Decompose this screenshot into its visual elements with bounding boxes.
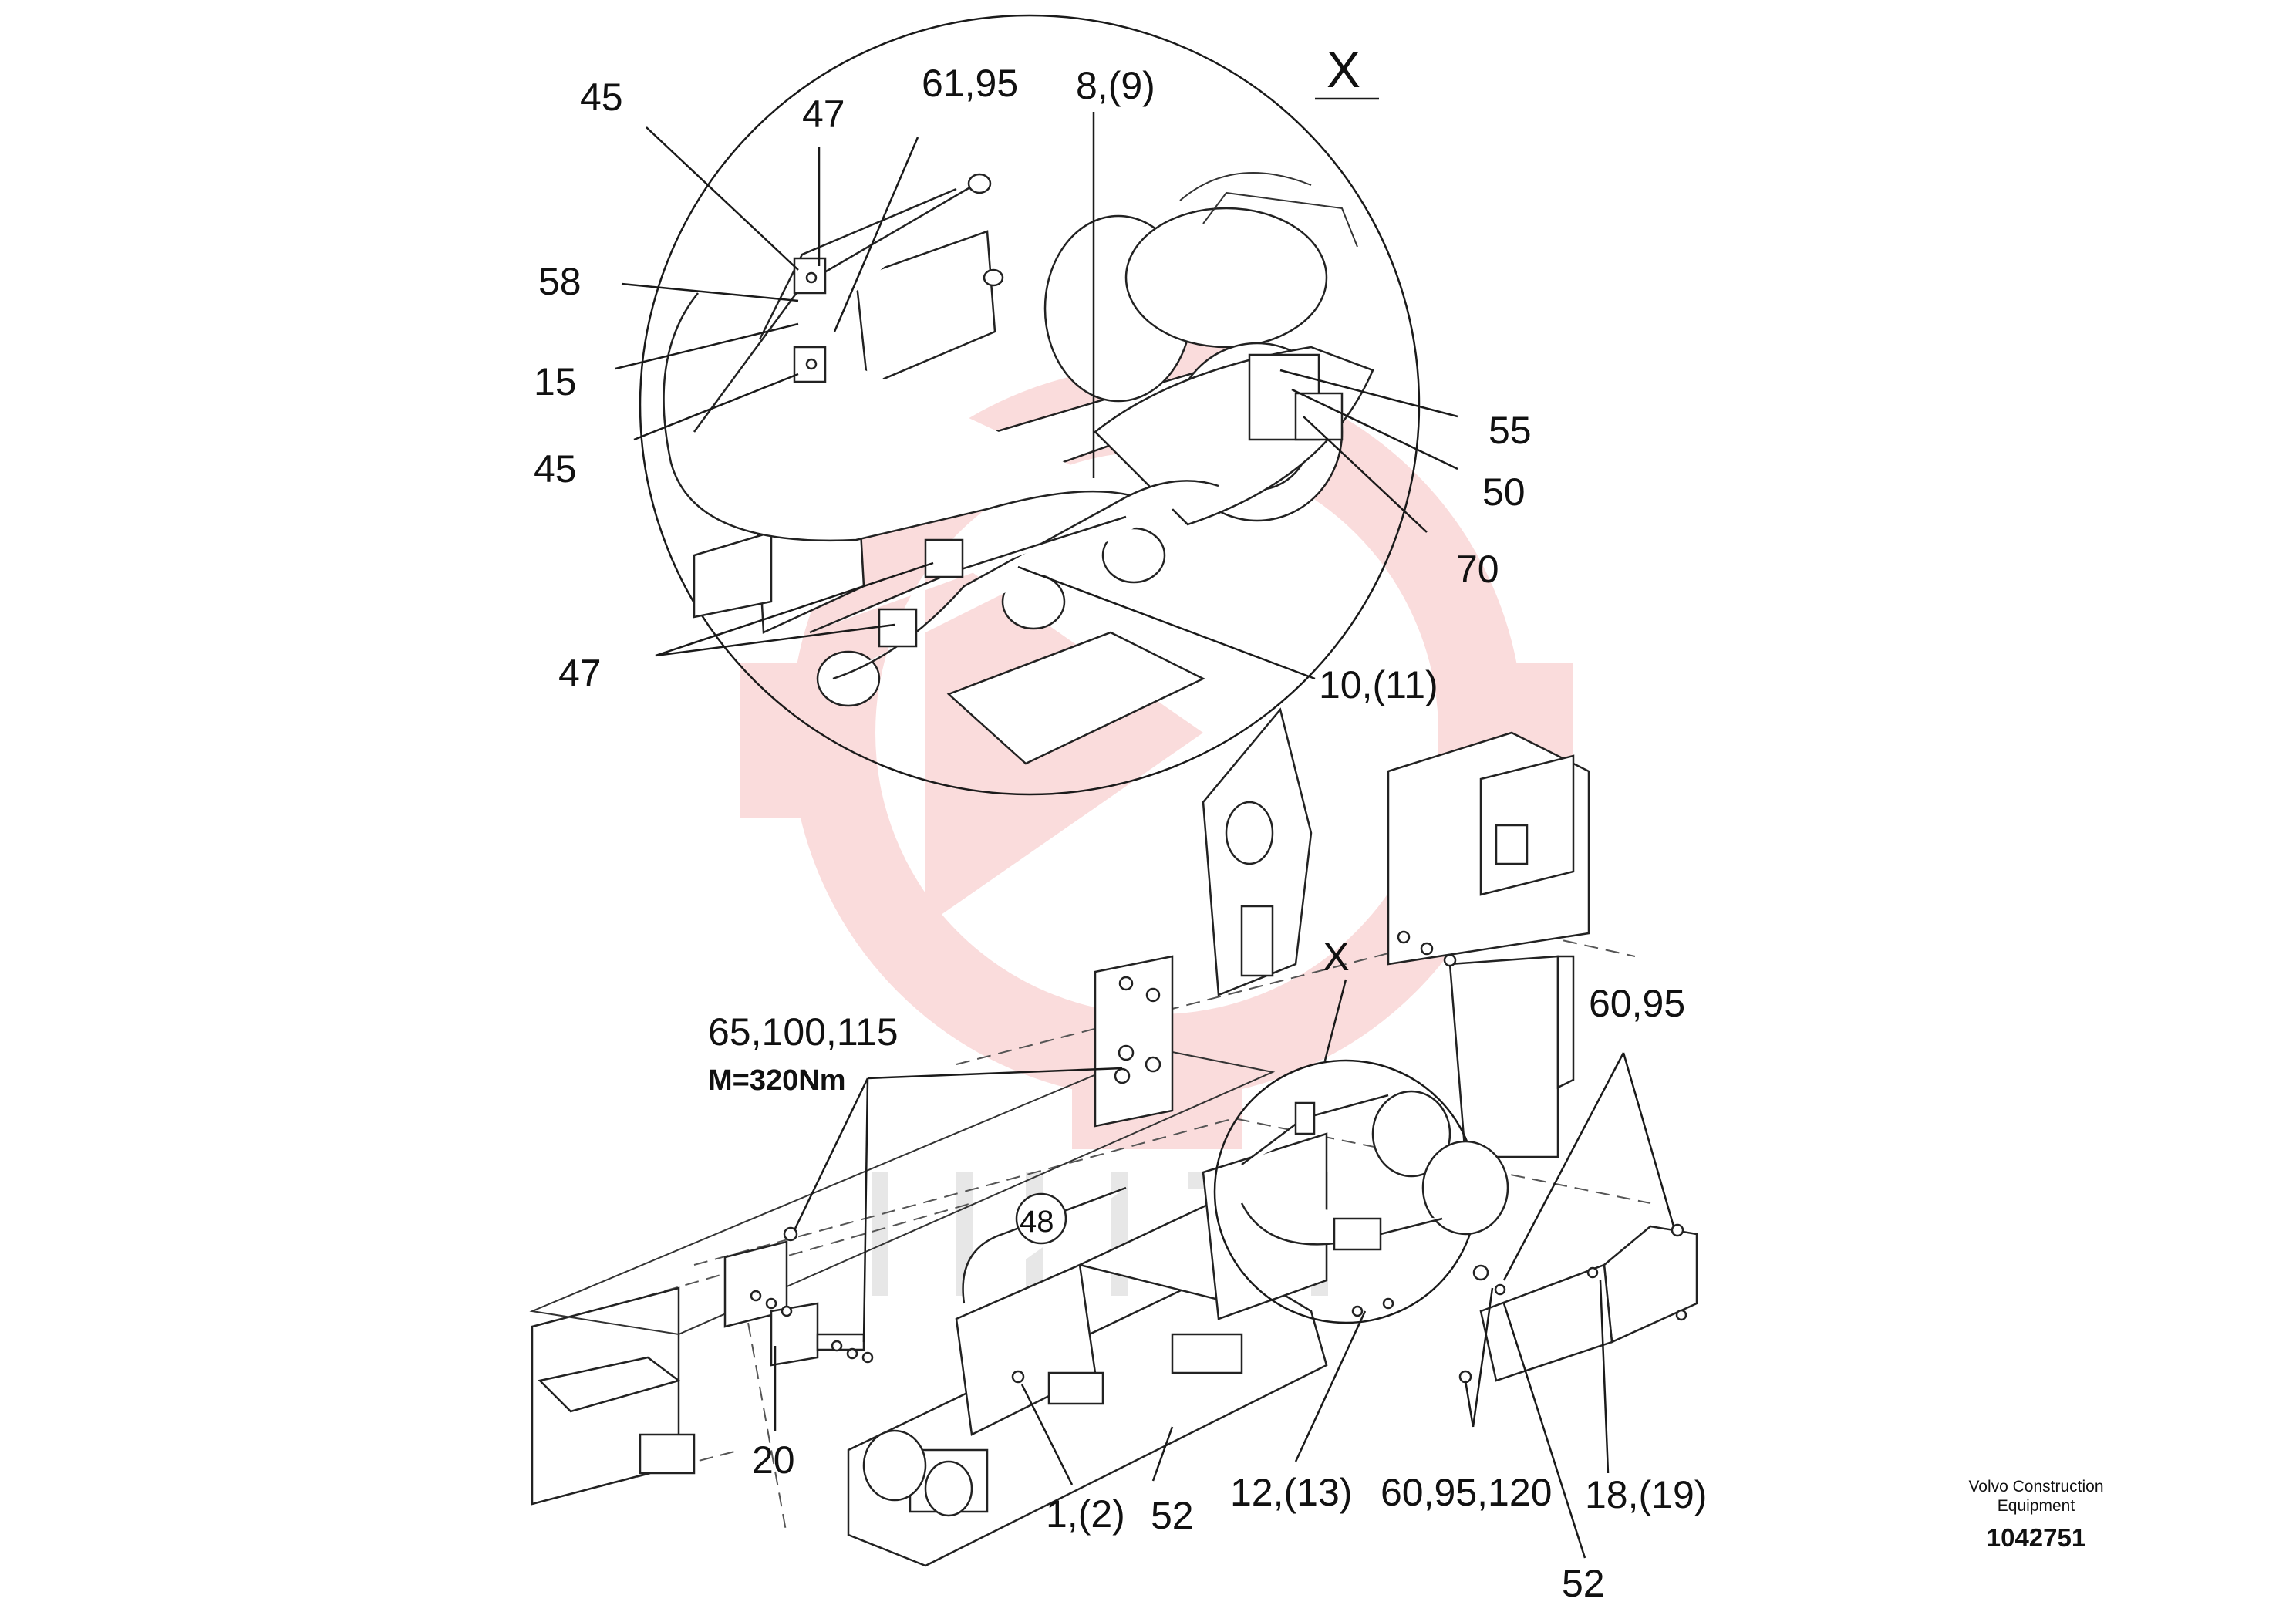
callout-18-19: 18,(19) bbox=[1585, 1473, 1707, 1516]
publisher-block: Volvo Construction Equipment 1042751 bbox=[1913, 1477, 2159, 1553]
callout-70: 70 bbox=[1456, 548, 1499, 591]
detail-x-view: X bbox=[534, 14, 1532, 796]
detail-leaders bbox=[615, 112, 1458, 680]
main-assembly-view: 48 X bbox=[529, 707, 1707, 1605]
callout-47-bottom: 47 bbox=[558, 652, 602, 695]
drawing-number: 1042751 bbox=[1986, 1523, 2086, 1552]
detail-hydraulic-lines bbox=[663, 173, 1219, 680]
callout-45-bottom: 45 bbox=[534, 447, 577, 491]
frame-side-panel bbox=[1202, 707, 1590, 1158]
callout-60-95-120: 60,95,120 bbox=[1381, 1471, 1552, 1514]
callout-8-9: 8,(9) bbox=[1076, 64, 1155, 107]
callout-45-top: 45 bbox=[580, 76, 623, 119]
callout-50: 50 bbox=[1482, 470, 1526, 514]
motor-cover-plate bbox=[1351, 1223, 1698, 1384]
callout-15: 15 bbox=[534, 360, 577, 403]
detail-clamps bbox=[793, 257, 964, 648]
callout-65-100-115: 65,100,115 bbox=[708, 1010, 899, 1054]
hose-48: 48 bbox=[962, 1186, 1127, 1304]
callout-61-95: 61,95 bbox=[922, 62, 1018, 105]
callout-1-2: 1,(2) bbox=[1046, 1492, 1125, 1536]
callout-47-top: 47 bbox=[802, 93, 845, 136]
mounting-plates bbox=[723, 955, 1174, 1367]
torque-spec: M=320Nm bbox=[708, 1064, 845, 1097]
callout-60-95: 60,95 bbox=[1589, 982, 1685, 1025]
detail-x-small-label: X bbox=[1323, 935, 1350, 980]
chassis-frame bbox=[529, 924, 1651, 1536]
callout-55: 55 bbox=[1489, 409, 1532, 452]
main-leaders bbox=[774, 1052, 1675, 1559]
detail-x-circle bbox=[639, 14, 1421, 796]
publisher-name-line1: Volvo Construction bbox=[1968, 1478, 2104, 1496]
callout-58: 58 bbox=[538, 260, 582, 303]
callout-48: 48 bbox=[1020, 1205, 1054, 1239]
callout-52-left: 52 bbox=[1151, 1494, 1194, 1537]
detail-x-label: X bbox=[1327, 41, 1360, 98]
callout-52-bottom: 52 bbox=[1562, 1562, 1605, 1605]
callout-10-11: 10,(11) bbox=[1319, 663, 1438, 706]
callout-20: 20 bbox=[752, 1438, 795, 1482]
detail-drive-assembly bbox=[1043, 172, 1374, 526]
publisher-name-line2: Equipment bbox=[1997, 1497, 2075, 1515]
detail-x-small: X bbox=[1213, 935, 1509, 1324]
track-body bbox=[847, 1132, 1328, 1567]
callout-12-13: 12,(13) bbox=[1230, 1471, 1352, 1514]
